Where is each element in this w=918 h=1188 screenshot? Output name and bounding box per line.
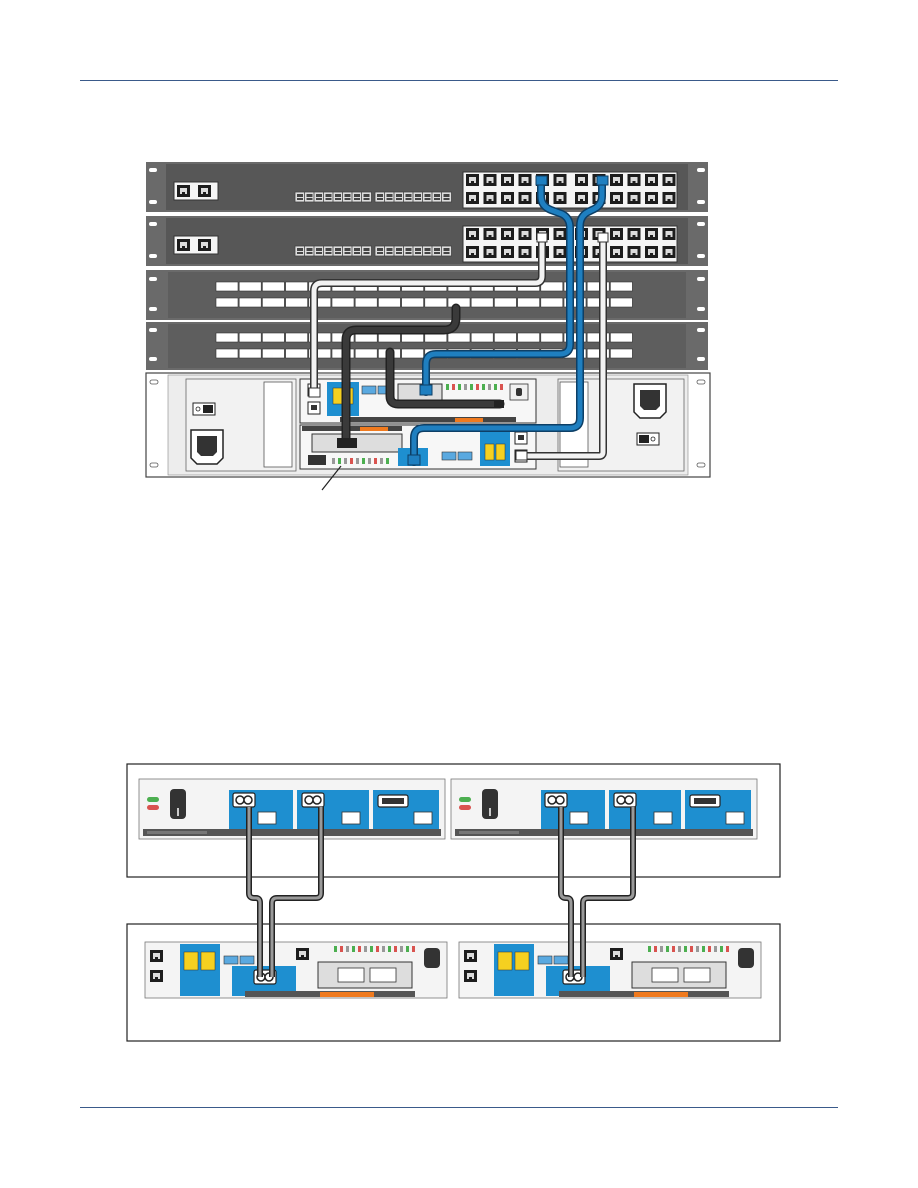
rj45-port-icon bbox=[501, 174, 514, 186]
power-switch-icon[interactable] bbox=[637, 433, 659, 445]
rj45-port-icon bbox=[466, 192, 479, 204]
rj45-port-icon bbox=[554, 174, 567, 186]
expansion-module-a bbox=[139, 779, 445, 839]
rj45-port-icon bbox=[575, 174, 588, 186]
sfp-port-icon bbox=[362, 246, 372, 256]
rj45-port-icon bbox=[575, 192, 588, 204]
sfp-port-icon bbox=[432, 192, 442, 202]
controller-b bbox=[459, 942, 761, 998]
rj45-port-icon bbox=[519, 192, 532, 204]
sfp-port-icon bbox=[375, 192, 385, 202]
sfp-port-icon bbox=[442, 192, 452, 202]
rj45-port-icon bbox=[554, 246, 567, 258]
sfp-port-icon bbox=[375, 246, 385, 256]
psu-left bbox=[186, 379, 296, 471]
sfp-port-icon bbox=[333, 246, 343, 256]
rj45-port-icon bbox=[663, 228, 676, 240]
sfp-port-icon bbox=[295, 192, 305, 202]
rj45-port-icon bbox=[663, 174, 676, 186]
expansion-module-b bbox=[451, 779, 757, 839]
sfp-port-icon bbox=[423, 192, 433, 202]
sfp-port-icon bbox=[423, 246, 433, 256]
rj45-port-icon bbox=[628, 174, 641, 186]
sfp-port-icon bbox=[362, 192, 372, 202]
sfp-port-icon bbox=[394, 246, 404, 256]
rj45-port-icon bbox=[484, 228, 497, 240]
sfp-port-icon bbox=[404, 192, 414, 202]
sfp-port-icon bbox=[442, 246, 452, 256]
sfp-port-icon bbox=[324, 192, 334, 202]
rj45-port-icon bbox=[484, 174, 497, 186]
power-inlet-icon bbox=[191, 430, 223, 464]
sfp-port-icon bbox=[404, 246, 414, 256]
rj45-port-icon bbox=[610, 174, 623, 186]
sfp-port-icon bbox=[413, 246, 423, 256]
sfp-port-icon bbox=[343, 192, 353, 202]
sfp-port-icon bbox=[432, 246, 442, 256]
sfp-port-icon bbox=[352, 246, 362, 256]
rj45-port-icon bbox=[501, 192, 514, 204]
rj45-port-icon bbox=[645, 228, 658, 240]
sfp-port-icon bbox=[324, 246, 334, 256]
rj45-port-icon bbox=[554, 192, 567, 204]
rj45-port-icon bbox=[610, 228, 623, 240]
sfp-port-icon bbox=[314, 246, 324, 256]
rj45-port-icon bbox=[645, 192, 658, 204]
switch-2 bbox=[146, 216, 708, 266]
rj45-port-icon bbox=[484, 246, 497, 258]
power-switch-icon[interactable] bbox=[193, 403, 215, 415]
rj45-port-icon bbox=[628, 192, 641, 204]
sfp-port-icon bbox=[305, 246, 315, 256]
rj45-port-icon bbox=[501, 228, 514, 240]
rj45-port-icon bbox=[628, 228, 641, 240]
rj45-port-icon bbox=[610, 246, 623, 258]
controller-a bbox=[145, 942, 447, 998]
bottom-cabling-figure bbox=[127, 764, 780, 1041]
sfp-port-icon bbox=[314, 192, 324, 202]
rj45-port-icon bbox=[645, 174, 658, 186]
sfp-port-icon bbox=[305, 192, 315, 202]
rj45-port-icon bbox=[466, 246, 479, 258]
sfp-port-icon bbox=[343, 246, 353, 256]
power-inlet-icon bbox=[634, 384, 666, 418]
rj45-port-icon bbox=[645, 246, 658, 258]
sfp-port-icon bbox=[295, 246, 305, 256]
patch-panel-1 bbox=[146, 270, 708, 320]
rj45-port-icon bbox=[519, 174, 532, 186]
rj45-port-icon bbox=[663, 192, 676, 204]
sfp-port-icon bbox=[385, 246, 395, 256]
rj45-port-icon bbox=[554, 228, 567, 240]
switch-1 bbox=[146, 162, 708, 212]
rj45-port-icon bbox=[484, 192, 497, 204]
rj45-port-icon bbox=[466, 174, 479, 186]
rj45-port-icon bbox=[519, 228, 532, 240]
rj45-port-icon bbox=[466, 228, 479, 240]
sfp-port-icon bbox=[385, 192, 395, 202]
rj45-port-icon bbox=[519, 246, 532, 258]
sfp-port-icon bbox=[413, 192, 423, 202]
sfp-port-icon bbox=[333, 192, 343, 202]
rj45-port-icon bbox=[610, 192, 623, 204]
rj45-port-icon bbox=[628, 246, 641, 258]
rj45-port-icon bbox=[663, 246, 676, 258]
sfp-port-icon bbox=[394, 192, 404, 202]
rj45-port-icon bbox=[501, 246, 514, 258]
top-rack-figure bbox=[146, 162, 710, 490]
sfp-port-icon bbox=[352, 192, 362, 202]
